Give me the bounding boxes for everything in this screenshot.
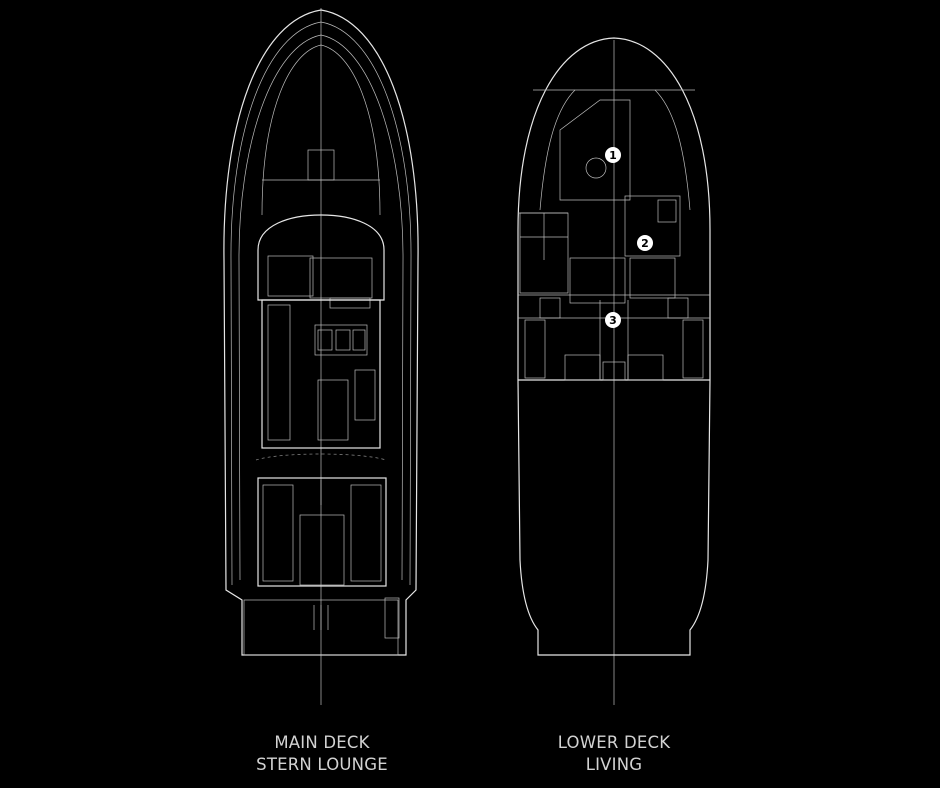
svg-text:1: 1 bbox=[609, 149, 617, 162]
lower-deck-label: LOWER DECK LIVING bbox=[504, 732, 724, 776]
marker-3: 3 bbox=[605, 312, 621, 328]
lower-deck-title: LOWER DECK bbox=[557, 733, 671, 752]
main-deck-plan bbox=[223, 9, 419, 656]
main-deck-subtitle: STERN LOUNGE bbox=[256, 755, 388, 774]
lower-deck-subtitle: LIVING bbox=[585, 755, 643, 774]
svg-text:3: 3 bbox=[609, 314, 617, 327]
svg-text:2: 2 bbox=[641, 237, 649, 250]
marker-1: 1 bbox=[605, 147, 621, 163]
marker-2: 2 bbox=[637, 235, 653, 251]
lower-deck-plan bbox=[517, 37, 711, 656]
main-deck-label: MAIN DECK STERN LOUNGE bbox=[212, 732, 432, 776]
main-deck-title: MAIN DECK bbox=[274, 733, 370, 752]
